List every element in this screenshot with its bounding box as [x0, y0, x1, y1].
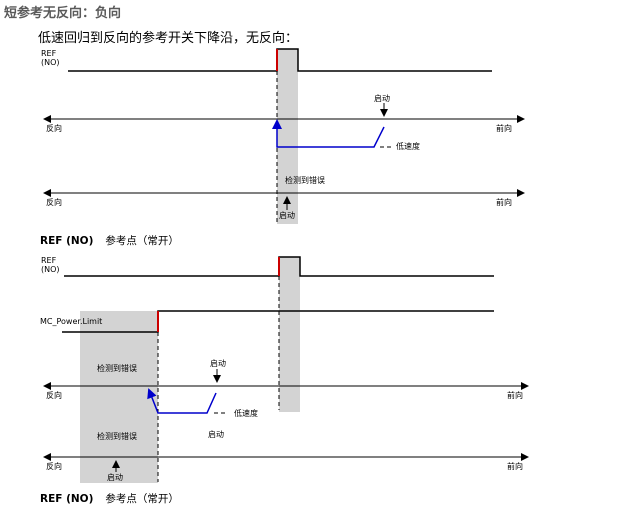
legend-2: REF (NO) 参考点（常开）	[40, 491, 179, 506]
start-label-1: 启动	[374, 94, 390, 103]
axis-1-top-left-label: 反向	[46, 124, 62, 133]
motion-path-2	[147, 388, 217, 414]
start-label-2: 启动	[210, 359, 226, 368]
legend-1-value: 参考点（常开）	[105, 235, 179, 247]
diagram-2	[43, 256, 529, 483]
axis-1-bottom-left-label: 反向	[46, 198, 62, 207]
error-label-1: 检测到错误	[285, 176, 325, 185]
motion-path-1	[272, 119, 385, 148]
start-label-bottom-2: 启动	[107, 473, 123, 482]
start-label-bottom-1: 启动	[279, 211, 295, 220]
ref-signal-2	[64, 256, 494, 277]
legend-2-key: REF (NO)	[40, 493, 94, 505]
axis-2-bottom-left-label: 反向	[46, 462, 62, 471]
ref-active-shade-2	[279, 257, 300, 412]
ref-signal-1	[68, 48, 492, 72]
error-label-2b: 检测到错误	[97, 432, 137, 441]
axis-2-top-left-label: 反向	[46, 391, 62, 400]
legend-1-key: REF (NO)	[40, 235, 94, 247]
error-label-2a: 检测到错误	[97, 364, 137, 373]
section-title: 短参考无反向：负向	[4, 6, 122, 21]
power-limit-label: MC_Power.Limit	[40, 317, 103, 326]
ref-signal-label-1: REF (NO)	[41, 49, 60, 67]
low-speed-label-2: 低速度	[234, 409, 258, 418]
axis-2-bottom-right-label: 前向	[507, 462, 523, 471]
axis-1-top-right-label: 前向	[496, 124, 512, 133]
start-label-mid-2: 启动	[208, 430, 224, 439]
ref-active-shade-1	[277, 49, 298, 224]
low-speed-label-1: 低速度	[396, 142, 420, 151]
diagram-caption: 低速回归到反向的参考开关下降沿，无反向：	[38, 31, 299, 46]
ref-signal-label-2: REF (NO)	[41, 256, 60, 274]
legend-2-value: 参考点（常开）	[105, 493, 179, 505]
diagram-1	[43, 48, 525, 224]
legend-1: REF (NO) 参考点（常开）	[40, 233, 179, 248]
axis-1-bottom-right-label: 前向	[496, 198, 512, 207]
axis-2-top-right-label: 前向	[507, 391, 523, 400]
